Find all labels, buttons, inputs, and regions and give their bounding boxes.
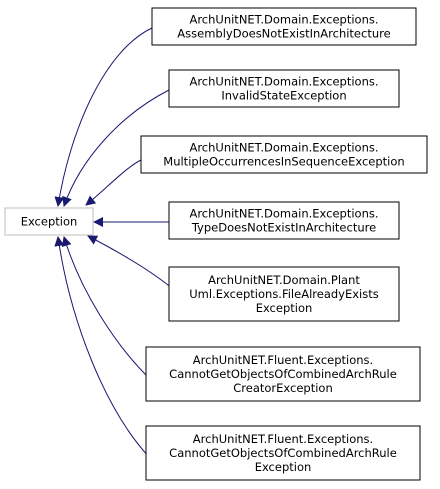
class-node-file-already-exists[interactable]: ArchUnitNET.Domain.PlantUml.Exceptions.F… [168, 266, 400, 322]
inheritance-edge-cannot-get-objects-creator [61, 236, 151, 380]
class-node-label-line: TypeDoesNotExistInArchitecture [191, 221, 376, 235]
class-node-label-line: ArchUnitNET.Domain.Exceptions. [189, 75, 378, 89]
class-node-label-line: CannotGetObjectsOfCombinedArchRule [169, 446, 397, 460]
class-node-box [145, 425, 421, 481]
class-node-multiple-occurrences[interactable]: ArchUnitNET.Domain.Exceptions.MultipleOc… [140, 135, 428, 174]
class-node-box [168, 266, 400, 322]
class-node-label-line: CannotGetObjectsOfCombinedArchRule [169, 367, 397, 381]
inheritance-edge-invalid-state [62, 89, 170, 207]
class-node-box [168, 201, 400, 240]
class-node-box [145, 346, 421, 402]
class-node-label-line: ArchUnitNET.Fluent.Exceptions. [193, 353, 373, 367]
class-node-label-line: Exception [256, 301, 313, 315]
class-node-type-does-not-exist[interactable]: ArchUnitNET.Domain.Exceptions.TypeDoesNo… [168, 201, 400, 240]
class-node-label-line: AssemblyDoesNotExistInArchitecture [177, 27, 390, 41]
class-node-label-line: MultipleOccurrencesInSequenceException [163, 155, 404, 169]
class-node-label-line: ArchUnitNET.Domain.Exceptions. [189, 13, 378, 27]
inheritance-edge-assembly-does-not-exist [54, 27, 153, 207]
class-node-invalid-state[interactable]: ArchUnitNET.Domain.Exceptions.InvalidSta… [168, 69, 400, 108]
class-node-cannot-get-objects[interactable]: ArchUnitNET.Fluent.Exceptions.CannotGetO… [145, 425, 421, 481]
class-node-label-line: ArchUnitNET.Domain.Exceptions. [189, 141, 378, 155]
base-class-label: Exception [21, 215, 78, 229]
class-nodes: Exception ArchUnitNET.Domain.Exceptions.… [4, 7, 428, 481]
base-class-node[interactable]: Exception [4, 207, 94, 236]
class-node-label-line: ArchUnitNET.Fluent.Exceptions. [193, 432, 373, 446]
class-node-box [140, 135, 428, 174]
inheritance-edges [54, 27, 174, 459]
inheritance-edge-file-already-exists [87, 235, 174, 290]
inheritance-edge-multiple-occurrences [85, 159, 142, 206]
class-node-label-line: ArchUnitNET.Domain.Plant [208, 273, 360, 287]
inheritance-edge-cannot-get-objects [54, 236, 151, 459]
class-node-cannot-get-objects-creator[interactable]: ArchUnitNET.Fluent.Exceptions.CannotGetO… [145, 346, 421, 402]
class-node-assembly-does-not-exist[interactable]: ArchUnitNET.Domain.Exceptions.AssemblyDo… [151, 7, 417, 46]
class-node-label-line: InvalidStateException [221, 89, 346, 103]
class-node-label-line: Exception [255, 460, 312, 474]
class-node-label-line: Uml.Exceptions.FileAlreadyExists [189, 287, 378, 301]
class-node-label-line: ArchUnitNET.Domain.Exceptions. [189, 207, 378, 221]
class-node-label-line: CreatorException [233, 381, 333, 395]
class-node-box [151, 7, 417, 46]
class-node-box [168, 69, 400, 108]
